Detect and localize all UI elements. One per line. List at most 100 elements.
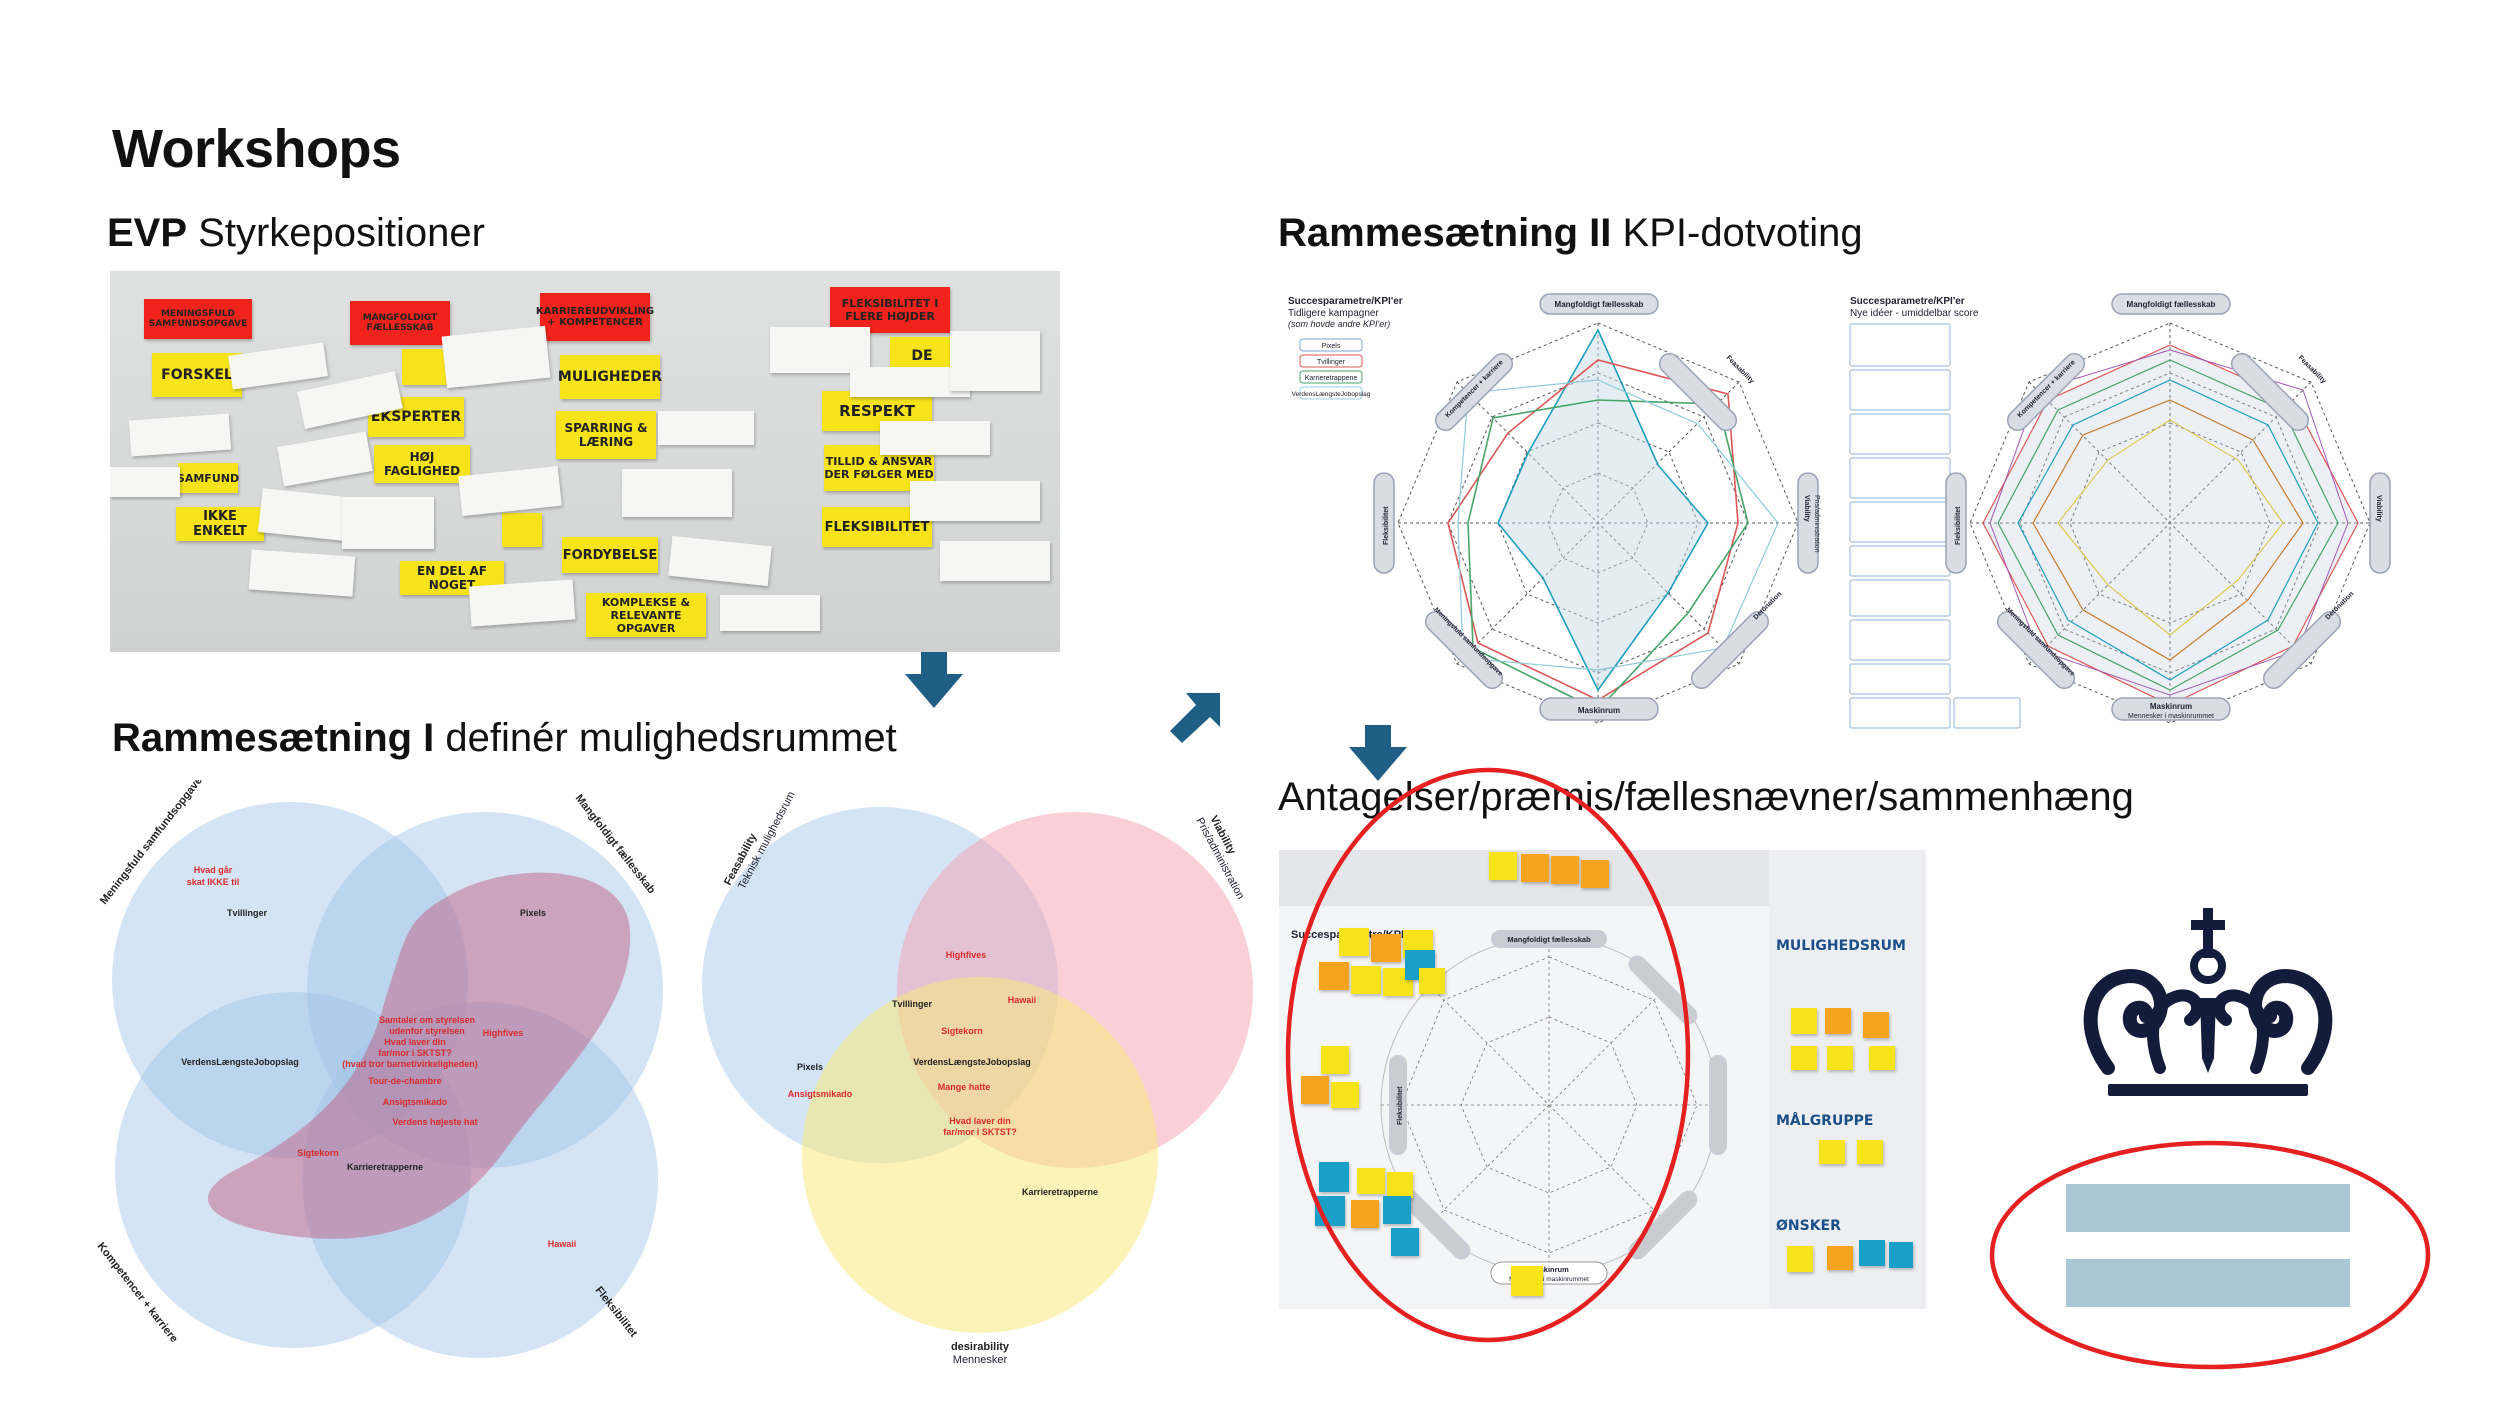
- venn2-red-label: far/mor i SKTST?: [943, 1127, 1017, 1137]
- board-sticky-note: [1391, 1228, 1419, 1256]
- axis-sublabel: Mennesker i maskinrummet: [2128, 713, 2214, 720]
- section-evp-rest: Styrkepositioner: [187, 211, 485, 255]
- evp-red-note: MENINGSFULD SAMFUNDSOPGAVE: [144, 299, 252, 339]
- section-ramme1-bold: Rammesætning I: [112, 716, 435, 760]
- page-title: Workshops: [112, 119, 401, 179]
- board-sticky-note: [1827, 1046, 1853, 1070]
- arrow-up-right-icon: [1170, 693, 1220, 743]
- axis-label: Fleksibilitet: [1955, 506, 1962, 545]
- radar-left-title: Succesparametre/KPI'er: [1288, 296, 1403, 307]
- axis-label: Kompetencer + karriere: [1444, 359, 1504, 419]
- venn1-red-label: Verdens højeste hat: [392, 1117, 477, 1127]
- axis-label: Viability: [1803, 495, 1810, 522]
- board-sticky-note: [1321, 1046, 1349, 1074]
- venn-blob-highlight: [207, 872, 631, 1239]
- venn-diagram-four: Meningsfuld samfundsopgave Mangfoldigt f…: [95, 780, 663, 1358]
- venn2-label-des-sub: Mennesker: [953, 1354, 1008, 1366]
- axis-pill: [1373, 472, 1395, 574]
- board-sticky-note: [1511, 1266, 1543, 1296]
- radar-series: [2017, 379, 2319, 681]
- board-axis-bottom: Maskinrum: [1529, 1265, 1569, 1274]
- board-sticky-note: [1857, 1140, 1883, 1164]
- section-ramme1-title: Rammesætning I definér mulighedsrummet: [112, 716, 897, 761]
- radar-right-grid: [1969, 322, 2371, 724]
- axis-pill: [1539, 293, 1659, 315]
- board-sticky-note: [1301, 1076, 1329, 1104]
- venn2-red-label: Hawaii: [1008, 995, 1037, 1005]
- section-evp-title: EVP Styrkepositioner: [107, 211, 485, 256]
- evp-white-note: [342, 497, 434, 549]
- venn-circle: [802, 977, 1158, 1333]
- venn-circle: [115, 992, 471, 1348]
- venn1-red-label: Hvad går: [194, 865, 233, 875]
- evp-white-note: [658, 411, 754, 445]
- evp-white-note: [228, 342, 328, 390]
- venn1-black-label: VerdensLængsteJobopslag: [181, 1057, 299, 1067]
- board-sticky-note: [1319, 962, 1349, 990]
- radar-right-sub1: Nye idéer - umiddelbar score: [1850, 308, 1979, 319]
- venn1-red-label: skat IKKE til: [187, 877, 240, 887]
- axis-label: Viability: [2375, 495, 2382, 522]
- board-sticky-note: [1351, 1200, 1379, 1228]
- evp-white-note: [770, 327, 870, 373]
- whiteboard-photo: Succesparametre/KPI'er Mangfoldigt fælle…: [1279, 850, 1926, 1309]
- board-sticky-note: [1787, 1246, 1813, 1272]
- radar-series: [2057, 419, 2284, 636]
- whiteboard-side-poster: [1769, 850, 1926, 1309]
- evp-white-note: [940, 541, 1050, 581]
- board-sticky-note: [1863, 1012, 1889, 1038]
- board-sticky-note: [1869, 1046, 1895, 1070]
- evp-red-note: MANGFOLDIGT FÆLLESSKAB: [350, 301, 450, 345]
- board-axis-top: Mangfoldigt fællesskab: [1507, 935, 1591, 944]
- board-heading: MÅLGRUPPE: [1776, 1112, 1873, 1129]
- evp-white-note: [950, 331, 1040, 391]
- board-sticky-note: [1819, 1140, 1845, 1164]
- section-antagelser-rest: Antagelser/præmis/fællesnævner/sammenhæn…: [1278, 775, 2134, 819]
- venn1-black-label: Pixels: [520, 908, 546, 918]
- board-sticky-note: [1791, 1046, 1817, 1070]
- radar-right-title: Succesparametre/KPI'er: [1850, 296, 1965, 307]
- axis-label: Maskinrum: [1578, 706, 1620, 715]
- board-sticky-note: [1331, 1082, 1359, 1108]
- highlight-ellipse: [1989, 1140, 2431, 1370]
- idea-cards: [1849, 323, 2021, 729]
- legend-item: Pixels: [1322, 343, 1341, 350]
- venn1-red-label: far/mor i SKTST?: [378, 1048, 452, 1058]
- axis-pill: [1945, 472, 1967, 574]
- board-sticky-note: [1351, 966, 1381, 994]
- board-sticky-note: [1551, 856, 1579, 884]
- placeholder-bar: [2066, 1184, 2350, 1232]
- legend-item: VerdensLængsteJobopslag: [1292, 391, 1371, 398]
- placeholder-bar: [2066, 1259, 2350, 1307]
- venn2-red-label: Ansigtsmikado: [788, 1089, 853, 1099]
- venn-circle: [112, 802, 468, 1158]
- section-ramme1-rest: definér mulighedsrummet: [434, 716, 897, 760]
- axis-pill: [1658, 352, 1738, 432]
- evp-yellow-note: FORSKEL: [152, 353, 242, 397]
- legend-item: Karrieretrappene: [1305, 375, 1358, 382]
- venn1-black-label: Karrieretrapperne: [347, 1162, 423, 1172]
- board-sticky-note: [1319, 1162, 1349, 1192]
- board-sticky-note: [1387, 1172, 1413, 1198]
- venn1-red-label: Tour-de-chambre: [368, 1076, 441, 1086]
- venn2-label-des: desirability: [951, 1341, 1010, 1353]
- evp-white-note: [110, 467, 180, 497]
- venn2-black-label: Pixels: [797, 1062, 823, 1072]
- venn2-black-label: Karrieretrapperne: [1022, 1187, 1098, 1197]
- board-sticky-note: [1371, 934, 1401, 962]
- evp-yellow-note: EKSPERTER: [368, 397, 464, 437]
- axis-label: Feasability: [1725, 354, 1756, 385]
- board-sticky-note: [1357, 1168, 1385, 1194]
- venn1-red-label: Highfives: [483, 1028, 524, 1038]
- radar-series: [1989, 349, 2349, 696]
- axis-label: Feasability: [2297, 354, 2328, 385]
- radar-series: [2032, 399, 2304, 661]
- axis-sublabel: Pris/administration: [1813, 495, 1820, 553]
- radar-left-sub1: Tidligere kampagner: [1288, 308, 1379, 319]
- venn2-red-label: Hvad laver din: [949, 1116, 1011, 1126]
- evp-yellow-note: KOMPLEKSE & RELEVANTE OPGAVER: [586, 593, 706, 637]
- venn1-red-label: udenfor styrelsen: [389, 1026, 465, 1036]
- radar-left-legend: Pixels Tvillinger Karrieretrappene Verde…: [1292, 338, 1371, 400]
- radar-series: [1497, 328, 1709, 692]
- axis-pill: [2006, 352, 2086, 432]
